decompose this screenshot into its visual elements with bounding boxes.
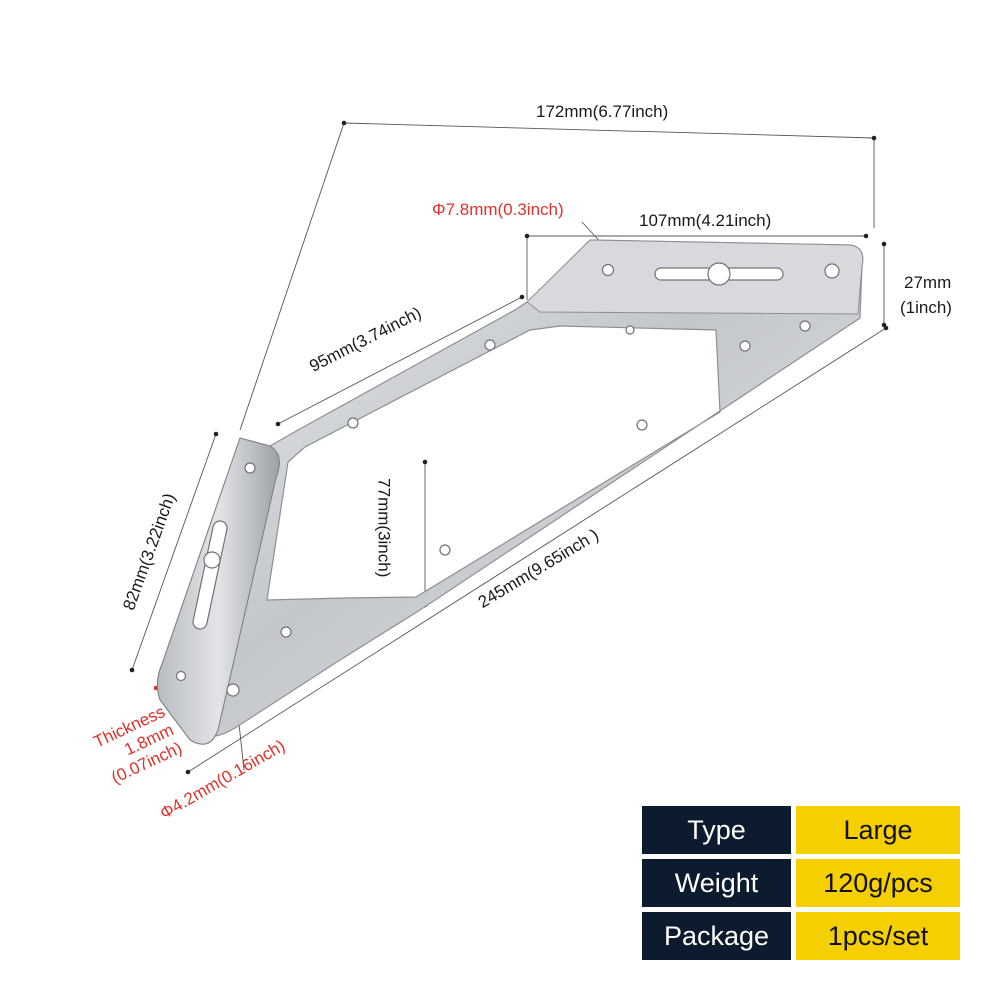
spec-key: Package bbox=[642, 912, 791, 960]
spec-value: Large bbox=[796, 806, 960, 854]
spec-key: Type bbox=[642, 806, 791, 854]
large-hole-label: Φ7.8mm(0.3inch) bbox=[432, 200, 564, 219]
top-length-label: 107mm(4.21inch) bbox=[639, 211, 772, 230]
bracket-holes bbox=[175, 262, 840, 697]
overall-width-label: 172mm(6.77inch) bbox=[536, 102, 669, 121]
spec-value: 120g/pcs bbox=[796, 859, 960, 907]
top-height-in-label: (1inch) bbox=[900, 298, 952, 317]
bracket-plate bbox=[156, 239, 864, 745]
spec-row-type: Type Large bbox=[642, 806, 960, 854]
spec-table: Type Large Weight 120g/pcs Package 1pcs/… bbox=[642, 806, 960, 965]
spec-value: 1pcs/set bbox=[796, 912, 960, 960]
spec-key: Weight bbox=[642, 859, 791, 907]
inner-height-label: 77mm(3inch) bbox=[374, 478, 394, 578]
spec-row-package: Package 1pcs/set bbox=[642, 912, 960, 960]
spec-row-weight: Weight 120g/pcs bbox=[642, 859, 960, 907]
dimension-endpoints bbox=[129, 120, 889, 775]
top-height-mm-label: 27mm bbox=[904, 273, 952, 292]
